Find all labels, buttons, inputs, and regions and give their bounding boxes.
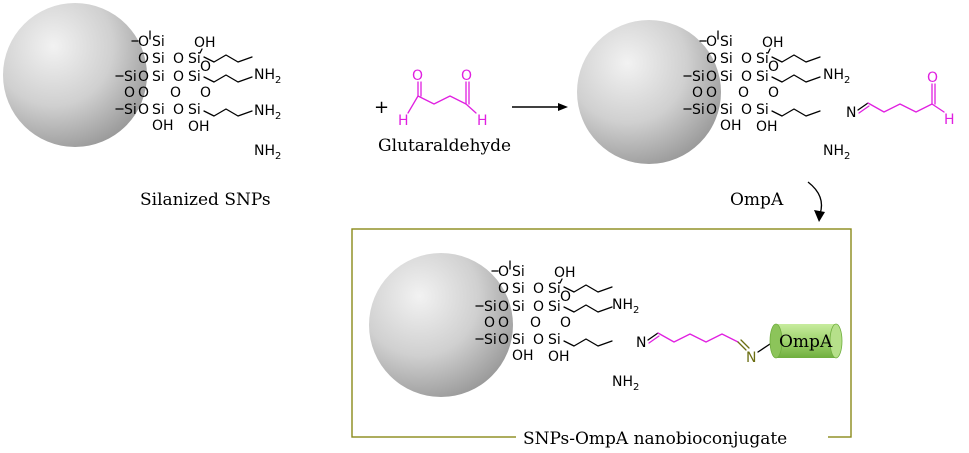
svg-text:N: N [636, 335, 646, 351]
svg-text:H: H [944, 112, 955, 128]
glutaraldehyde-label: Glutaraldehyde [378, 136, 511, 156]
amine-1: NH2 [254, 67, 281, 86]
glutaraldehyde: O O H H Glutaraldehyde [378, 68, 511, 156]
reaction-arrow [512, 103, 568, 111]
amine-2: NH2 [254, 103, 281, 122]
conjugate-panel: SNPs-OmpA nanobioconjugate NH2 NH2 N N O… [351, 228, 852, 449]
ompa-arrow: OmpA [730, 181, 825, 222]
silanized-snp: NH2 NH2 NH2 Silanized SNPs [3, 3, 281, 210]
nanoparticle-sphere [3, 3, 147, 147]
nanoparticle-sphere-2 [577, 20, 721, 164]
ompa-tag-label: OmpA [779, 332, 833, 352]
nanoparticle-sphere-3 [369, 253, 513, 397]
svg-text:O: O [412, 68, 423, 84]
svg-text:NH2: NH2 [823, 67, 850, 86]
svg-text:O: O [461, 68, 472, 84]
svg-text:NH2: NH2 [612, 297, 639, 316]
silanized-label: Silanized SNPs [140, 190, 271, 210]
svg-text:NH2: NH2 [612, 374, 639, 393]
svg-text:O: O [927, 70, 938, 86]
conjugate-label: SNPs-OmpA nanobioconjugate [523, 429, 787, 449]
plus-sign: + [374, 97, 389, 118]
ompa-cylinder: OmpA [769, 323, 843, 359]
ompa-reagent-label: OmpA [730, 190, 784, 210]
svg-text:H: H [398, 113, 409, 129]
amine-3: NH2 [254, 143, 281, 162]
svg-text:NH2: NH2 [823, 143, 850, 162]
svg-text:N: N [846, 105, 856, 121]
activated-snp: NH2 NH2 N O H [577, 20, 955, 164]
svg-text:H: H [477, 113, 488, 129]
svg-text:N: N [746, 350, 756, 366]
